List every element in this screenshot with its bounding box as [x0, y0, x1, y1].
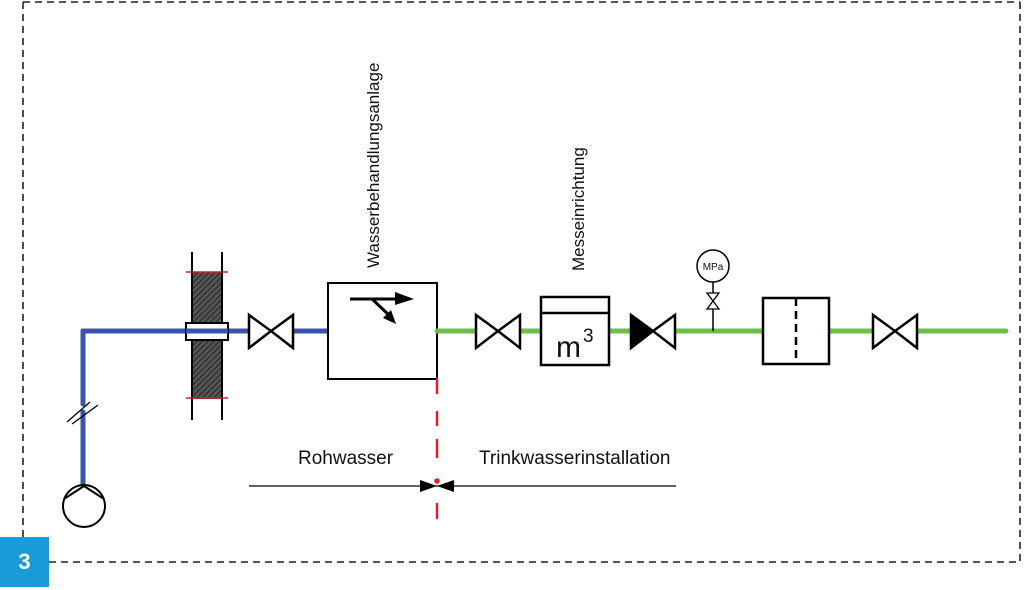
meter-unit-exponent: 3	[583, 326, 594, 347]
pump-icon	[62, 484, 106, 528]
drinking-water-installation-label: Trinkwasserinstallation	[479, 448, 670, 469]
section-divider-arrow	[249, 480, 676, 492]
water-meter-icon: m 3	[539, 295, 611, 367]
dashed-frame	[22, 1, 1021, 563]
meter-label: Messeinrichtung	[569, 147, 588, 271]
filter-icon	[761, 296, 831, 366]
boundary-line	[434, 377, 440, 520]
pipe-break-icon	[66, 401, 99, 425]
treatment-plant-icon	[327, 282, 438, 380]
shutoff-valve-1-icon	[247, 312, 295, 351]
shutoff-valve-3-icon	[871, 312, 919, 351]
treatment-plant-label: Wasserbehandlungsanlage	[364, 63, 383, 268]
pressure-gauge-icon: MPa	[696, 249, 730, 331]
check-valve-icon	[629, 312, 677, 351]
wall-penetration-icon	[185, 252, 229, 420]
raw-water-label: Rohwasser	[298, 448, 394, 469]
shutoff-valve-2-icon	[474, 312, 522, 351]
meter-unit-base: m	[556, 331, 581, 364]
figure-number-badge: 3	[0, 537, 49, 587]
pressure-gauge-label: MPa	[703, 262, 724, 273]
